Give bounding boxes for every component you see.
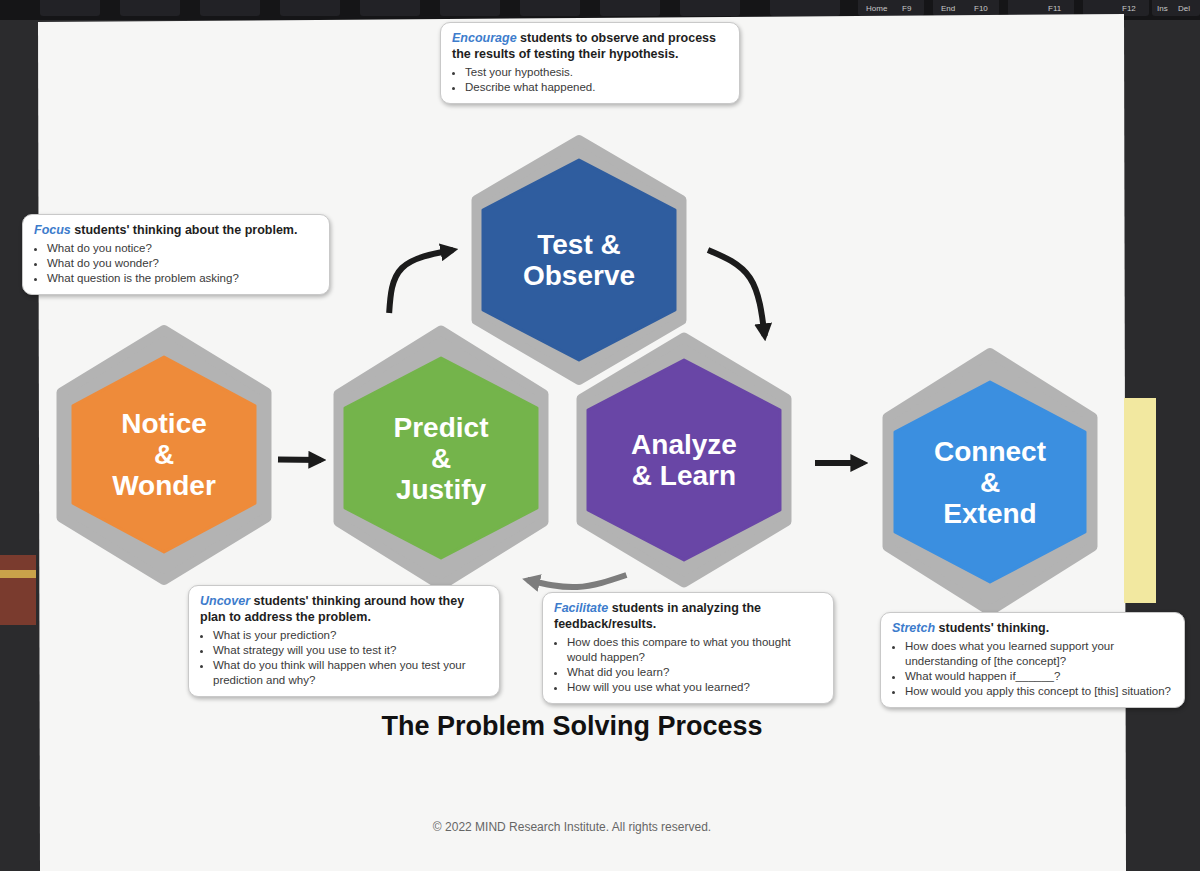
- key: [933, 0, 999, 16]
- prompt-question: What do you wonder?: [47, 256, 318, 271]
- prompt-list: Test your hypothesis.Describe what happe…: [452, 65, 728, 95]
- copyright-note: © 2022 MIND Research Institute. All righ…: [433, 820, 711, 834]
- prompt-card: Focusstudents' thinking about the proble…: [22, 214, 330, 295]
- card-heading: Focusstudents' thinking about the proble…: [34, 222, 318, 238]
- key: [360, 0, 420, 16]
- prompt-question: What would happen if______?: [905, 669, 1173, 684]
- hexagon-frames: [62, 140, 1093, 611]
- stage-name: Predict & Justify: [394, 412, 489, 505]
- flow-arrow: [815, 460, 863, 466]
- key-legend: Del: [1178, 4, 1190, 13]
- stage-hexagon: Test & Observe: [483, 160, 675, 360]
- prompt-question: How would you apply this concept to [thi…: [905, 684, 1173, 699]
- paper-sheet: [38, 14, 1126, 871]
- hexagon-fill: [588, 360, 780, 560]
- desk-object: [0, 555, 36, 625]
- key-legend: End: [941, 4, 955, 13]
- diagram-title: The Problem Solving Process: [381, 711, 762, 742]
- prompt-question: What is your prediction?: [213, 628, 488, 643]
- prompt-question: How does this compare to what you though…: [567, 635, 822, 665]
- hexagon-frame: [62, 330, 267, 580]
- card-heading: Uncoverstudents' thinking around how the…: [200, 593, 488, 625]
- key-legend: Home: [866, 4, 887, 13]
- flow-arrow: [389, 250, 453, 313]
- prompt-question: What strategy will you use to test it?: [213, 643, 488, 658]
- hexagon-fill: [483, 160, 675, 360]
- prompt-list: What do you notice?What do you wonder?Wh…: [34, 241, 318, 286]
- stage-name: Connect & Extend: [934, 436, 1046, 529]
- key: [280, 0, 340, 16]
- stage-name: Analyze & Learn: [631, 429, 737, 491]
- hexagon-fill: [895, 382, 1085, 582]
- stage-hexagon: Notice & Wonder: [73, 357, 255, 552]
- key-legend: Ins: [1157, 4, 1168, 13]
- prompt-question: How will you use what you learned?: [567, 680, 822, 695]
- stage-name: Notice & Wonder: [112, 408, 216, 501]
- key: [770, 0, 840, 16]
- flow-arrow: [708, 250, 765, 336]
- key: [680, 0, 740, 16]
- card-heading: Encouragestudents to observe and process…: [452, 30, 728, 62]
- prompt-card: Facilitatestudents in analyzing the feed…: [542, 592, 834, 704]
- hexagon-fill: [345, 358, 537, 558]
- action-word: Facilitate: [554, 601, 608, 615]
- card-heading: Stretch students' thinking.: [892, 620, 1173, 636]
- key: [1152, 0, 1200, 16]
- key: [858, 0, 924, 16]
- hexagon-frame: [339, 331, 544, 586]
- key-legend: F11: [1048, 4, 1061, 13]
- card-heading-text: students' thinking about the problem.: [74, 223, 297, 237]
- stage-name: Test & Observe: [523, 229, 635, 291]
- stage-hexagon: Predict & Justify: [345, 358, 537, 558]
- prompt-card: Stretch students' thinking. How does what …: [880, 612, 1185, 708]
- prompt-question: What do you notice?: [47, 241, 318, 256]
- stage-hexagon: Connect & Extend: [895, 382, 1085, 582]
- prompt-question: What did you learn?: [567, 665, 822, 680]
- action-word: Stretch: [892, 621, 935, 635]
- key-legend: F12: [1122, 4, 1136, 13]
- key: [200, 0, 260, 16]
- flow-arrow: [527, 575, 626, 587]
- key: [520, 0, 580, 16]
- card-heading-text: students' thinking.: [939, 621, 1050, 635]
- key: [40, 0, 100, 16]
- action-word: Uncover: [200, 594, 250, 608]
- prompt-question: Describe what happened.: [465, 80, 728, 95]
- key: [1083, 0, 1149, 16]
- key-legend: F10: [974, 4, 988, 13]
- key: [440, 0, 500, 16]
- sticky-note: [1124, 398, 1156, 603]
- prompt-question: What do you think will happen when you t…: [213, 658, 488, 688]
- hexagon-frame: [477, 140, 682, 380]
- key-legend: F9: [902, 4, 911, 13]
- stage-hexagon: Analyze & Learn: [588, 360, 780, 560]
- prompt-card: Encouragestudents to observe and process…: [440, 22, 740, 104]
- prompt-question: How does what you learned support your u…: [905, 639, 1173, 669]
- desk-object: [0, 570, 36, 578]
- hexagon-frame: [582, 338, 787, 583]
- action-word: Focus: [34, 223, 71, 237]
- prompt-list: What is your prediction?What strategy wi…: [200, 628, 488, 688]
- key: [120, 0, 180, 16]
- action-word: Encourage: [452, 31, 517, 45]
- prompt-question: What question is the problem asking?: [47, 271, 318, 286]
- prompt-list: How does what you learned support your u…: [892, 639, 1173, 699]
- key: [1008, 0, 1074, 16]
- prompt-list: How does this compare to what you though…: [554, 635, 822, 695]
- hexagon-fill: [73, 357, 255, 552]
- prompt-question: Test your hypothesis.: [465, 65, 728, 80]
- key: [600, 0, 660, 16]
- hexagon-frame: [888, 353, 1093, 611]
- flow-arrow: [278, 457, 321, 464]
- card-heading: Facilitatestudents in analyzing the feed…: [554, 600, 822, 632]
- prompt-card: Uncoverstudents' thinking around how the…: [188, 585, 500, 697]
